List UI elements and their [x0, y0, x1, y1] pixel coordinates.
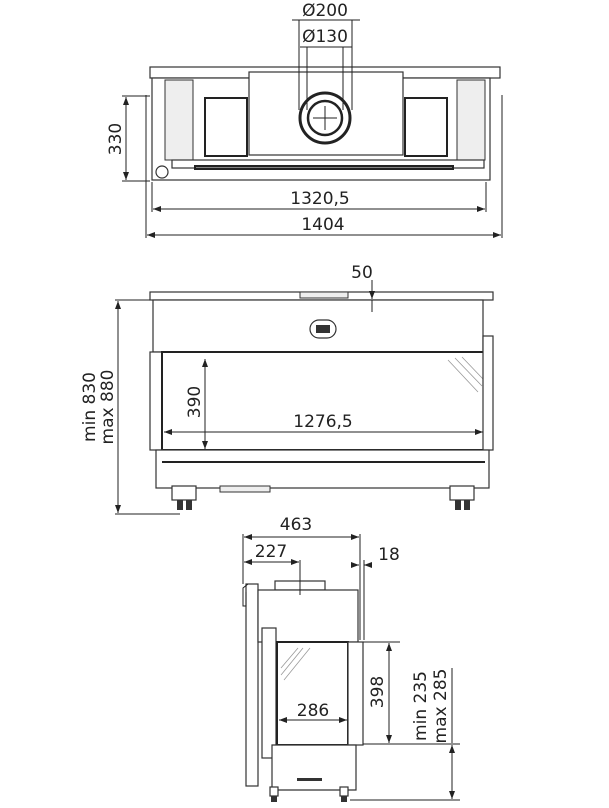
side-glass [276, 641, 349, 746]
right-side-panel [482, 335, 494, 451]
side-foot-rear [339, 786, 349, 797]
air-control [219, 485, 271, 493]
dim-base-max: max 285 [431, 669, 451, 744]
front-view: 50 min 830 max 880 390 1276,5 [80, 263, 494, 515]
side-foot-front [269, 786, 279, 797]
dim-total-depth: 463 [280, 515, 312, 535]
left-foot [171, 485, 197, 501]
right-bracket [456, 79, 486, 161]
dim-side-glass-height: 398 [368, 676, 388, 708]
front-flue-collar [299, 291, 349, 299]
logo-mark [316, 325, 330, 333]
side-base [271, 744, 357, 791]
side-view: 463 227 18 286 398 min 235 max 285 [242, 515, 460, 802]
side-label-plate [297, 778, 322, 781]
left-side-panel [149, 351, 163, 451]
side-front-panel [245, 583, 259, 787]
dim-height-max: max 880 [98, 370, 118, 445]
side-right-column [347, 641, 364, 746]
dim-depth: 330 [106, 123, 126, 155]
dim-base-min: min 235 [411, 671, 431, 741]
dim-total-width: 1404 [301, 215, 344, 235]
top-view: Ø200 Ø130 330 1320,5 1404 [106, 1, 503, 238]
side-door-hinge [261, 627, 277, 759]
dim-glass-height: 390 [185, 386, 205, 418]
base-frame [155, 449, 490, 489]
dim-front-offset: 18 [378, 545, 400, 565]
right-panel [404, 97, 448, 157]
dim-inner-width: 1320,5 [290, 189, 349, 209]
right-foot [449, 485, 475, 501]
glass-door [161, 351, 486, 451]
dim-glass-width: 1276,5 [293, 412, 352, 432]
dim-flue-outer: Ø200 [302, 1, 348, 21]
dim-height-min: min 830 [80, 372, 100, 442]
dim-flue-inner: Ø130 [302, 27, 348, 47]
left-panel [204, 97, 248, 157]
dim-side-glass-depth: 286 [297, 701, 329, 721]
left-bracket [164, 79, 194, 161]
front-slot [194, 165, 454, 170]
dim-flue-center: 227 [255, 542, 287, 562]
corner-knob [155, 165, 169, 179]
dim-flue-offset: 50 [351, 263, 373, 283]
